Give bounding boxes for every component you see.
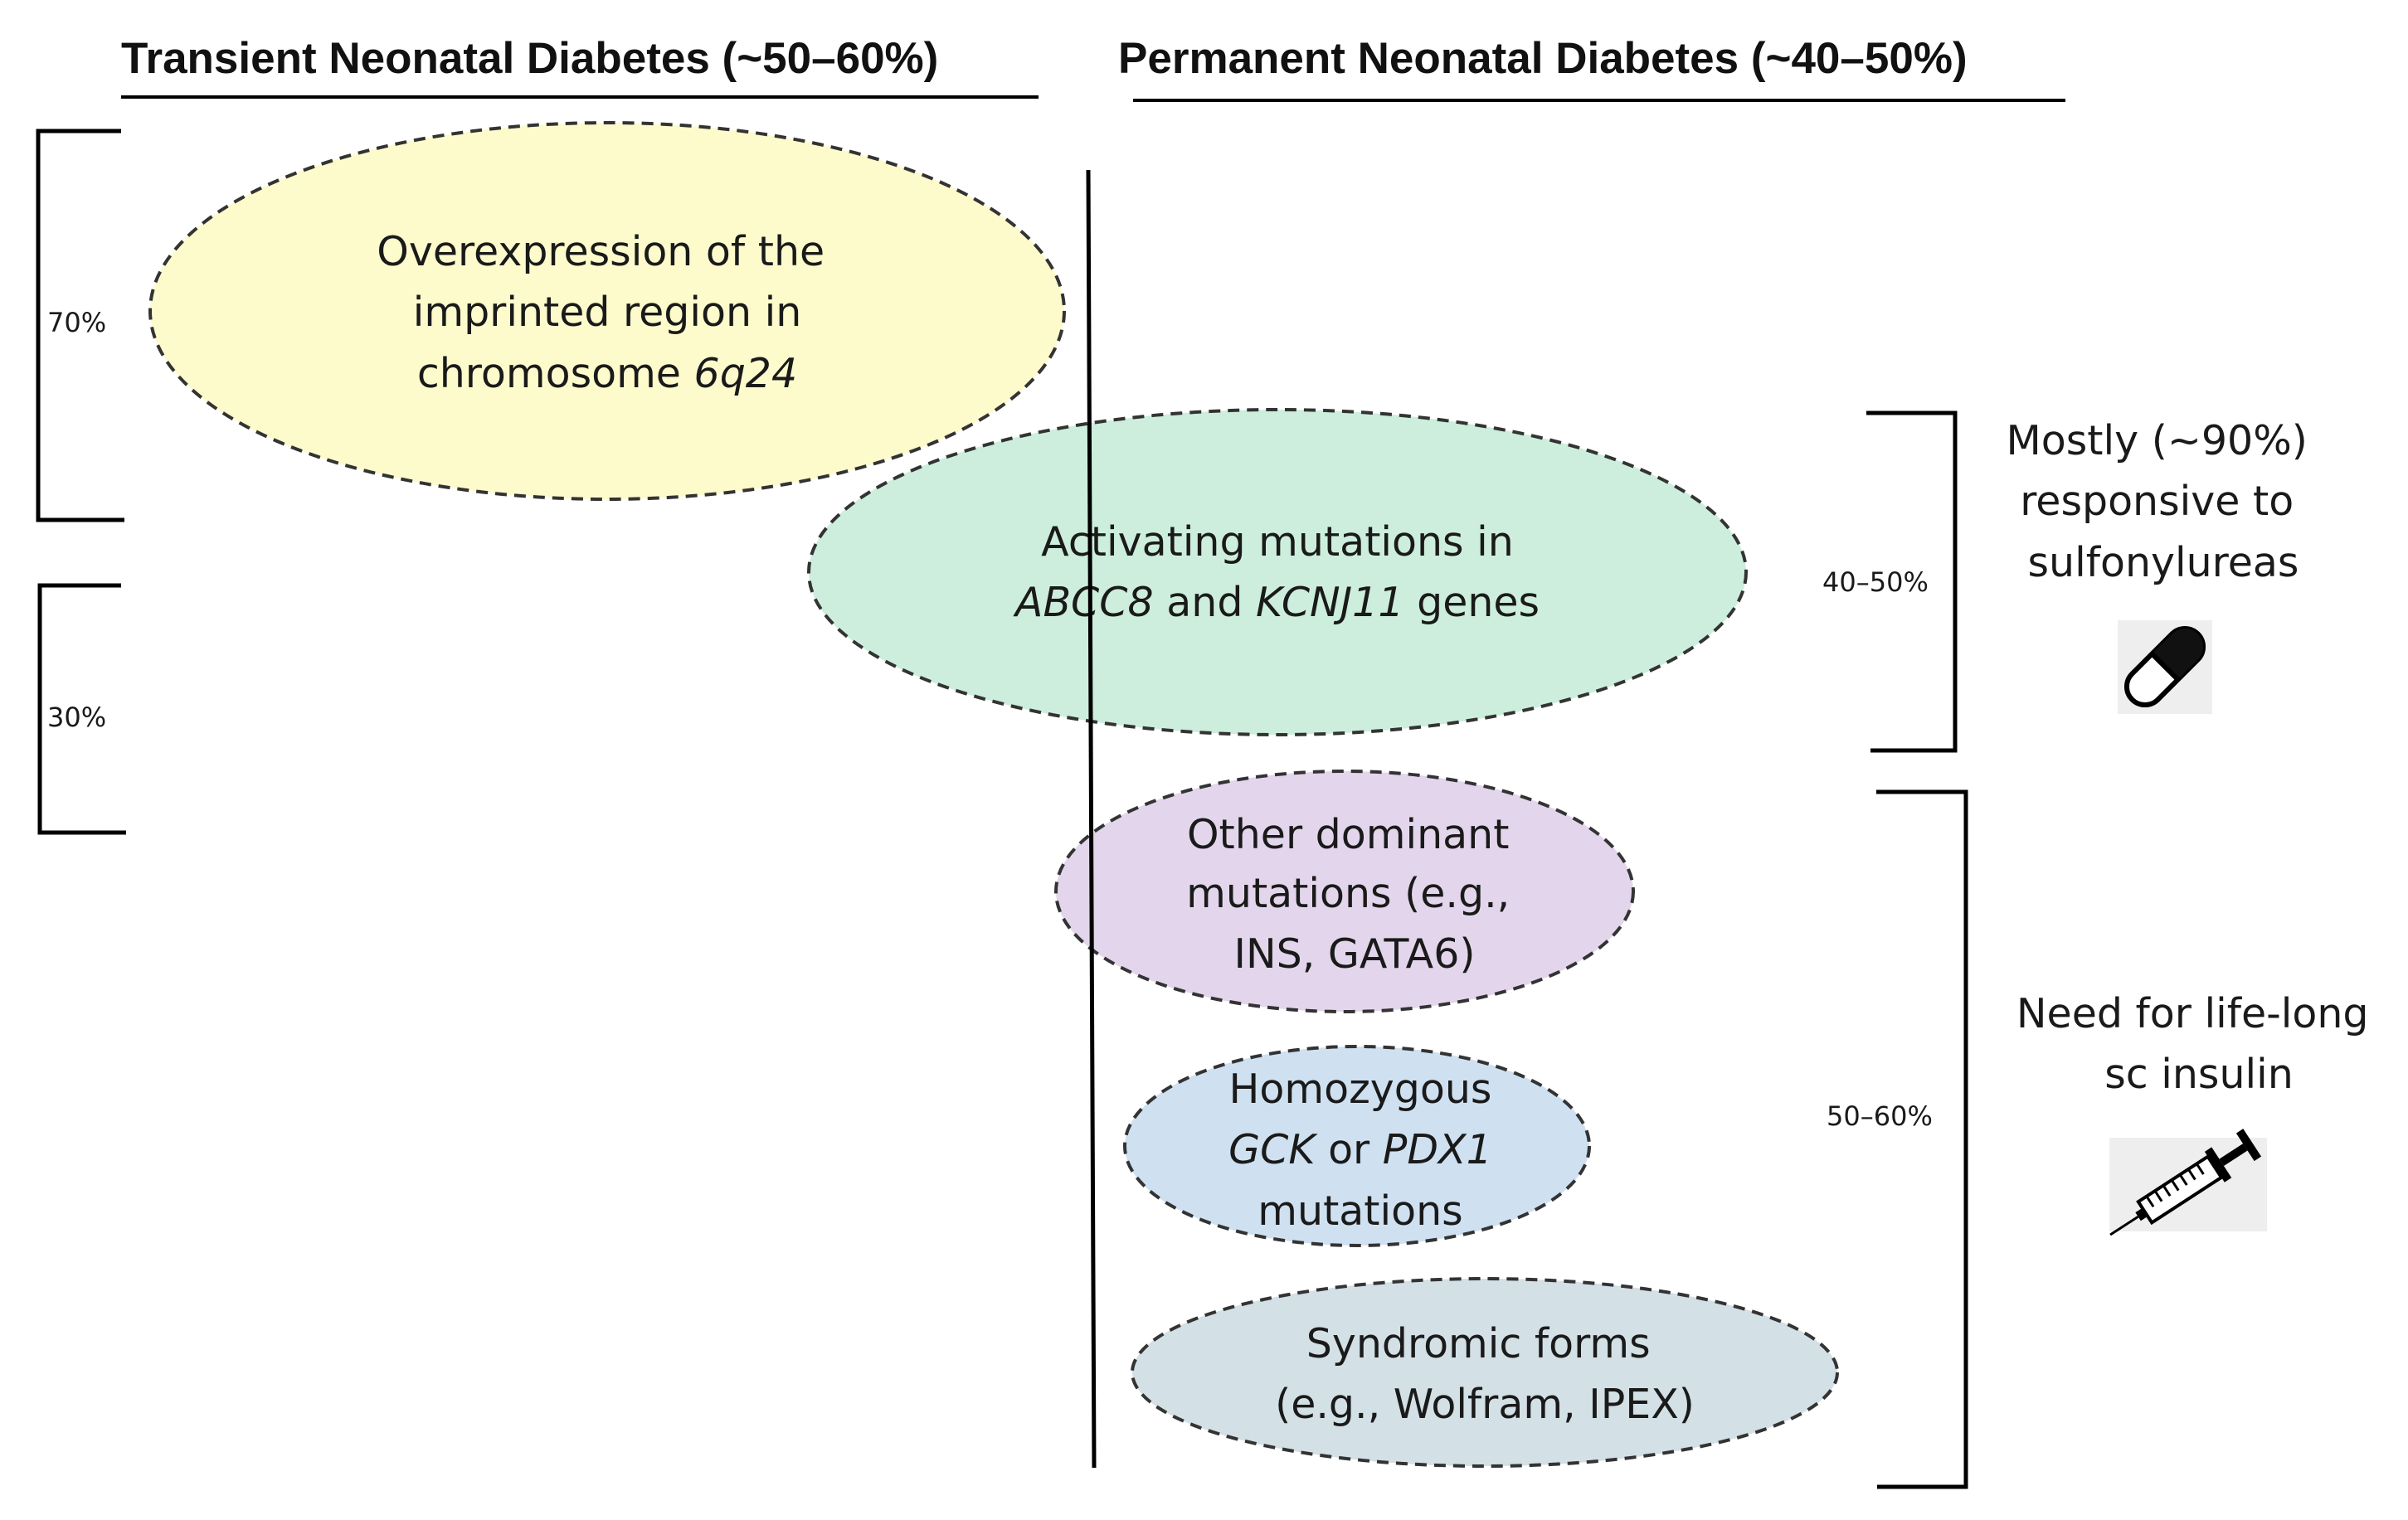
bracket-label-40-50: 40–50%	[1822, 566, 1929, 598]
bracket-label-30: 30%	[47, 702, 106, 733]
label-katp: Activating mutations in ABCC8 and KCNJ11…	[1013, 518, 1540, 626]
ellipse-dominant	[1054, 770, 1635, 1013]
svg-text:chromosome 6q24: chromosome 6q24	[417, 350, 797, 397]
svg-text:Other dominant mutations: Other dominant mutations (e.g., INS, GAT…	[1186, 811, 1523, 978]
bracket-right-bottom	[1876, 789, 1968, 1489]
bracket-left-bottom	[37, 583, 126, 835]
divider-line	[1086, 169, 1097, 1469]
label-homozygous: Homozygous GCK or PDX1 mutations	[1228, 1066, 1492, 1235]
bracket-left-top	[36, 129, 124, 522]
svg-text:mutations: mutations	[1258, 1187, 1462, 1235]
outcome-insulin: Need for life-long sc insulin	[2016, 990, 2381, 1098]
ellipse-6q24	[148, 121, 1066, 501]
svg-text:Need for life-long sc in: Need for life-long sc insulin	[2016, 990, 2381, 1098]
label-dominant: Other dominant mutations (e.g., INS, GAT…	[1186, 811, 1523, 978]
pill-capsule-icon	[2118, 620, 2212, 714]
label-syndromic: Syndromic forms (e.g., Wolfram, IPEX)	[1275, 1320, 1695, 1428]
bracket-label-70: 70%	[47, 307, 106, 338]
header-transient: Transient Neonatal Diabetes (~50–60%)	[121, 34, 938, 83]
svg-text:Overexpression of the im: Overexpression of the imprinted region i…	[377, 228, 837, 336]
svg-text:Activating mutations in: Activating mutations in	[1041, 518, 1514, 566]
svg-text:Homozygous: Homozygous	[1229, 1066, 1492, 1113]
ellipse-syndromic	[1131, 1277, 1839, 1468]
label-6q24: Overexpression of the imprinted region i…	[377, 228, 837, 397]
svg-text:Syndromic forms (e.g., W: Syndromic forms (e.g., Wolfram, IPEX)	[1275, 1320, 1695, 1428]
syringe-icon	[2109, 1129, 2267, 1236]
ellipse-katp	[807, 408, 1748, 736]
svg-text:GCK or PDX1: GCK or PDX1	[1228, 1126, 1492, 1173]
bracket-label-50-60: 50–60%	[1827, 1100, 1933, 1132]
svg-text:Mostly (~90%) responsive: Mostly (~90%) responsive to sulfonylurea…	[2007, 417, 2321, 586]
outcome-sulfonylurea: Mostly (~90%) responsive to sulfonylurea…	[2007, 417, 2321, 586]
header-permanent: Permanent Neonatal Diabetes (~40–50%)	[1118, 34, 1968, 83]
bracket-right-top	[1866, 410, 1958, 753]
ellipse-homozygous	[1123, 1045, 1591, 1247]
svg-text:ABCC8 and KCNJ11 genes: ABCC8 and KCNJ11 genes	[1013, 579, 1540, 626]
